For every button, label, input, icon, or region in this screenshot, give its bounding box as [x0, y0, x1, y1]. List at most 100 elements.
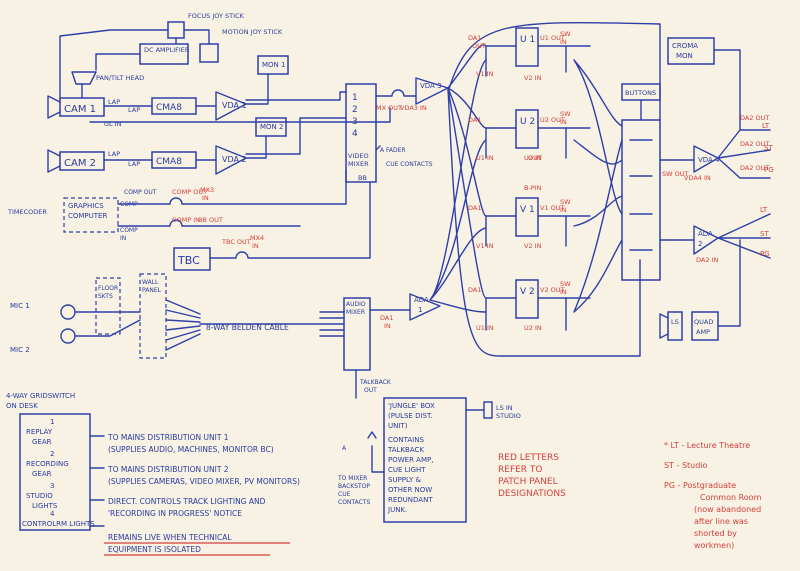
red-st-2: ST: [760, 230, 769, 238]
red-lt-1: LT: [762, 122, 770, 130]
quad-amp-label: AMP: [696, 328, 710, 336]
talkback-out-label: OUT: [364, 387, 377, 394]
mon2-label: MON 2: [260, 123, 283, 131]
red-u1-out: U1 OUT: [540, 34, 565, 42]
gridswitch-section: 4-WAY GRIDSWITCH ON DESK 1 REPLAY GEAR 2…: [6, 392, 300, 556]
vda2-label: VDA 2: [222, 155, 247, 164]
comp-2: COMP: [120, 227, 138, 234]
red-comp-in: COMP IN: [172, 216, 200, 224]
red-pg-1: PG: [764, 166, 774, 174]
cma8-1-label: CMA8: [156, 103, 182, 113]
switch-2-number: 2: [50, 450, 54, 458]
red-sw-2: SW: [560, 110, 571, 118]
cma8-2-label: CMA8: [156, 157, 182, 167]
motion-joystick-label: MOTION JOY STICK: [222, 28, 283, 36]
graphics-computer-box: [63, 197, 119, 233]
belden-cable-label: 8-WAY BELDEN CABLE: [206, 323, 289, 332]
panel-label: PANEL: [142, 287, 162, 294]
video-mixer-bb: BB: [358, 174, 367, 182]
red-sw-in-1: IN: [560, 38, 567, 46]
pan-tilt-label: PAN/TILT HEAD: [96, 74, 144, 82]
ls-in-label: LS IN: [496, 404, 513, 412]
focus-joystick-label: FOCUS JOY STICK: [188, 12, 245, 20]
red-da1-in: IN: [384, 322, 391, 330]
red-u1-in-2: U1 IN: [476, 154, 494, 162]
comp-in: IN: [120, 235, 126, 242]
mixer-input-2: 2: [352, 105, 358, 115]
audio-mixer-box: [343, 297, 371, 371]
floor-skts-box: [95, 277, 121, 335]
red-mx3-in: IN: [202, 194, 209, 202]
red-tbc-out: TBC OUT: [221, 238, 251, 246]
red-sw-1: SW: [560, 30, 571, 38]
red-v1-in-1: V1 IN: [476, 70, 494, 78]
red-v1-out: V1 OUT: [540, 204, 565, 212]
jungle-line-9: OTHER NOW: [388, 486, 432, 494]
jungle-line-5: TALKBACK: [387, 446, 424, 454]
red-da2-out-1: DA2 OUT: [740, 114, 769, 122]
gridswitch-title-2: ON DESK: [6, 402, 38, 410]
red-notes: RED LETTERS REFER TO PATCH PANEL DESIGNA…: [498, 441, 762, 550]
quad-label: QUAD: [694, 318, 713, 326]
vda1-label: VDA 1: [222, 101, 247, 110]
wall-label: WALL: [142, 279, 159, 286]
red-out-mid: OUT: [528, 154, 542, 162]
red-mx3: MX3: [200, 186, 214, 194]
vda4-label: VDA 4: [698, 156, 720, 164]
cam1-box: [59, 97, 105, 117]
red-vda3-in: VDA3 IN: [400, 104, 427, 112]
jungle-line-6: POWER AMP,: [388, 456, 433, 464]
red-note-3: PATCH PANEL: [498, 477, 558, 487]
switch-2-desc-a: TO MAINS DISTRIBUTION UNIT 2: [107, 465, 229, 474]
cam2-lap: LAP: [108, 150, 120, 158]
red-sw-3: SW: [560, 198, 571, 206]
ls-label: LS: [671, 318, 679, 326]
mic2-label: MIC 2: [10, 346, 30, 354]
u2-label: U 2: [520, 117, 535, 127]
switch-1-label-b: GEAR: [32, 438, 52, 446]
red-mx4: MX4: [250, 234, 264, 242]
jungle-box-section: 'JUNGLE' BOX (PULSE DIST. UNIT) CONTAINS…: [337, 397, 521, 523]
floor-label: FLOOR: [98, 285, 118, 292]
switch-4-number: 4: [50, 510, 55, 518]
video-mixer-box: [345, 83, 377, 183]
red-u2-in-2: U2 IN: [524, 154, 542, 162]
graphics-label-2: COMPUTER: [68, 212, 107, 220]
skts-label: SKTS: [98, 293, 113, 300]
contacts-label: CONTACTS: [338, 499, 370, 506]
switch-4-desc-a: REMAINS LIVE WHEN TECHNICAL: [108, 533, 232, 542]
cma8-2-lap: LAP: [128, 160, 140, 168]
vda2-triangle: [215, 145, 247, 175]
output-section: BUTTONS CROMA MON VDA 4 SW OUT VDA4 IN D…: [621, 37, 774, 341]
central-matrix: U 1 U 2 V 1 V 2 DA1 OUT U1 OUT SW IN V1 …: [429, 21, 661, 357]
red-sw-in-3: IN: [560, 206, 567, 214]
red-da1: DA1: [380, 314, 393, 322]
ada2-number: 2: [698, 240, 702, 248]
graphics-label-1: GRAPHICS: [68, 202, 104, 210]
v2-label: V 2: [520, 287, 535, 297]
red-out-1: OUT: [472, 42, 486, 50]
mon1-label: MON 1: [262, 61, 285, 69]
red-da2-out-2: DA2 OUT: [740, 140, 769, 148]
red-u2-in-4: U2 IN: [524, 324, 542, 332]
ada1-label: ADA: [414, 296, 429, 304]
red-da2-in: DA2 IN: [696, 256, 718, 264]
red-u1-in-4: U1 IN: [476, 324, 494, 332]
cam1-lens: [47, 95, 61, 119]
cue-label: CUE: [338, 491, 351, 498]
switch-2-label-b: GEAR: [32, 470, 52, 478]
tbc-box: [173, 247, 211, 271]
jungle-line-3: UNIT): [388, 422, 408, 430]
ada2-triangle: [659, 225, 719, 255]
fader-cue-label: A FADER: [380, 147, 406, 154]
red-da1-out-1: DA1: [468, 34, 481, 42]
cam2-label: CAM 2: [64, 158, 96, 169]
switch-1-label-a: REPLAY: [26, 428, 53, 436]
cam1-lap: LAP: [108, 98, 120, 106]
camera-section: DC AMPLIFIER FOCUS JOY STICK MOTION JOY …: [7, 12, 391, 271]
red-da1-out-3: DA1: [468, 204, 481, 212]
red-comp-out: COMP OUT: [172, 188, 207, 196]
vda4-triangle: [659, 145, 719, 173]
audio-mixer-label-1: AUDIO: [346, 301, 366, 308]
focus-joystick-box: [167, 21, 185, 39]
